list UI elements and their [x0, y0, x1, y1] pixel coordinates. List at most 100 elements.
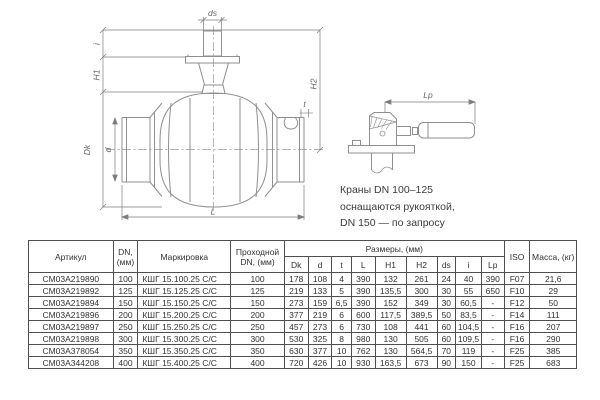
cell-d: 273: [307, 320, 333, 333]
cell-d: 133: [307, 284, 333, 297]
note-line: Краны DN 100–125: [340, 184, 434, 196]
col-header-dk: Dk: [283, 256, 309, 273]
cell-marking: КШГ 15.300.25 С/С: [137, 332, 232, 345]
col-header-i: i: [455, 256, 482, 273]
weld-bevel-detail: [284, 113, 313, 129]
cell-h2: 564,5: [405, 344, 438, 357]
cell-bore: 350: [230, 344, 285, 357]
col-header-lp: Lp: [480, 256, 505, 273]
cell-marking: КШГ 15.200.25 С/С: [137, 308, 232, 321]
table-row: CM03A219896 200 КШГ 15.200.25 С/С 200 37…: [28, 308, 577, 321]
cell-lp: -: [480, 308, 505, 321]
col-header-h1: H1: [374, 256, 407, 273]
cell-d: 426: [307, 356, 333, 369]
cell-marking: КШГ 15.350.25 С/С: [137, 344, 232, 357]
cell-mass: 290: [529, 332, 577, 345]
side-view: [349, 113, 475, 174]
cell-bore: 150: [230, 296, 285, 309]
cell-dk: 377: [283, 308, 309, 321]
cell-h2: 673: [405, 356, 438, 369]
cell-h2: 505: [405, 332, 438, 345]
cell-bore: 300: [230, 332, 285, 345]
col-header-ds: ds: [436, 256, 457, 273]
cell-h2: 349: [405, 296, 438, 309]
cell-artikul: CM03A219894: [28, 296, 114, 309]
cell-dk: 720: [283, 356, 309, 369]
cell-i: 150: [455, 356, 482, 369]
cell-l: 600: [350, 308, 376, 321]
cell-iso: F07: [503, 272, 531, 285]
cell-ds: 60: [436, 332, 457, 345]
stem-pin: [380, 131, 385, 136]
cell-iso: F16: [503, 320, 531, 333]
cell-marking: КШГ 15.250.25 С/С: [137, 320, 232, 333]
main-view: [106, 26, 324, 213]
cell-ds: 90: [436, 356, 457, 369]
cell-iso: F10: [503, 284, 531, 297]
cell-h1: 130: [374, 332, 407, 345]
dim-label-lp: Lp: [423, 90, 433, 100]
cell-d: 219: [307, 308, 333, 321]
cell-l: 980: [350, 332, 376, 345]
valve-spec-table: Артикул DN, (мм) Маркировка Проходной DN…: [28, 240, 577, 369]
cell-t: 6: [331, 308, 352, 321]
cell-lp: -: [480, 296, 505, 309]
cell-i: 109,5: [455, 332, 482, 345]
col-header-dn: DN, (мм): [112, 240, 139, 273]
handle-note: Краны DN 100–125 оснащаются рукояткой, D…: [340, 182, 570, 232]
cell-i: 60,5: [455, 296, 482, 309]
dim-label-t: t: [303, 99, 306, 109]
cell-t: 6,5: [331, 296, 352, 309]
cell-artikul: CM03A219898: [28, 332, 114, 345]
col-header-mass: Масса, (кг): [529, 240, 577, 273]
col-header-dims: Размеры, (мм): [283, 240, 505, 257]
cell-marking: КШГ 15.400.25 С/С: [137, 356, 232, 369]
table-row: CM03A219898 300 КШГ 15.300.25 С/С 300 53…: [28, 332, 577, 345]
cell-ds: 24: [436, 272, 457, 285]
col-header-iso: ISO: [503, 240, 531, 273]
centerlines: [106, 26, 324, 213]
cell-l: 930: [350, 356, 376, 369]
cell-iso: F25: [503, 344, 531, 357]
cell-i: 55: [455, 284, 482, 297]
cell-l: 730: [350, 320, 376, 333]
cell-dk: 630: [283, 344, 309, 357]
cell-lp: -: [480, 320, 505, 333]
cell-bore: 250: [230, 320, 285, 333]
cell-h1: 132: [374, 272, 407, 285]
cell-ds: 30: [436, 284, 457, 297]
cell-t: 10: [331, 356, 352, 369]
table-row: CM03A344208 400 КШГ 15.400.25 С/С 400 72…: [28, 356, 577, 369]
cell-d: 377: [307, 344, 333, 357]
note-line: DN 150 — по запросу: [340, 217, 445, 229]
dim-label-h2: H2: [309, 78, 319, 89]
cell-t: 6: [331, 320, 352, 333]
cell-mass: 207: [529, 320, 577, 333]
valve-body: [160, 93, 267, 207]
cell-lp: 650: [480, 284, 505, 297]
valve-technical-drawing: ds i H1 Dk d H2 t L: [82, 8, 600, 236]
cell-h2: 441: [405, 320, 438, 333]
cell-h2: 261: [405, 272, 438, 285]
table-row: CM03A219894 150 КШГ 15.150.25 С/С 150 27…: [28, 296, 577, 309]
dim-label-dk: Dk: [82, 144, 92, 155]
cell-mass: 385: [529, 344, 577, 357]
right-pipe-end: [265, 103, 304, 197]
cell-dk: 457: [283, 320, 309, 333]
col-header-h2: H2: [405, 256, 438, 273]
dim-label-l: L: [211, 207, 216, 217]
cell-h2: 300: [405, 284, 438, 297]
table-row: CM03A219892 125 КШГ 15.125.25 С/С 125 21…: [28, 284, 577, 297]
cell-l: 390: [350, 272, 376, 285]
col-header-t: t: [331, 256, 352, 273]
cell-dn: 400: [112, 356, 139, 369]
table-row: CM03A378054 350 КШГ 15.350.25 С/С 350 63…: [28, 344, 577, 357]
cell-i: 40: [455, 272, 482, 285]
left-pipe-end: [122, 103, 162, 197]
stem-assembly: [186, 31, 240, 94]
cell-mass: 29: [529, 284, 577, 297]
cell-artikul: CM03A219892: [28, 284, 114, 297]
side-flange: [349, 146, 415, 154]
cell-h1: 130: [374, 344, 407, 357]
